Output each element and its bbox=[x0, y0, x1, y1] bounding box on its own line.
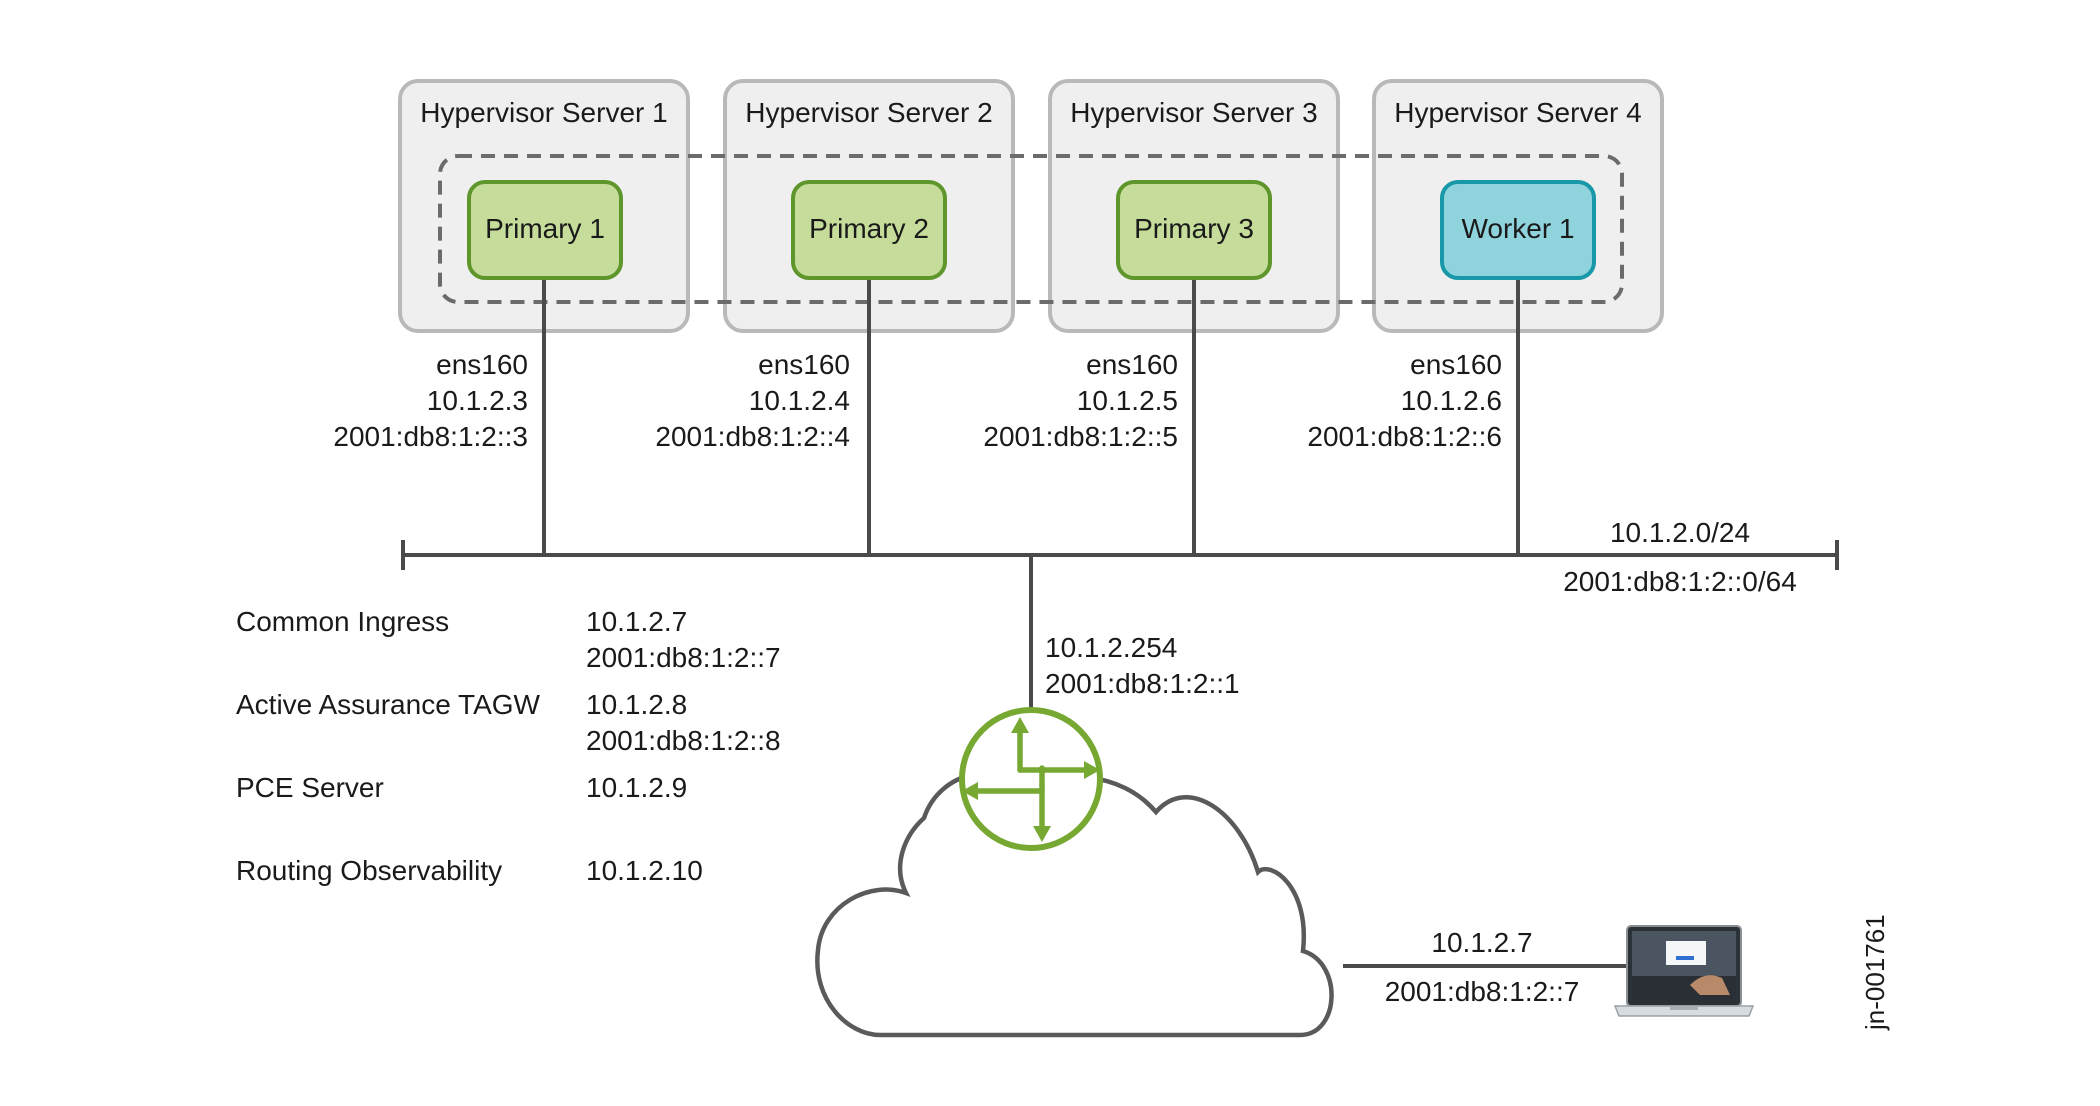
gateway-ipv4-label: 10.1.2.254 bbox=[1045, 632, 1177, 663]
service-ipv4: 10.1.2.8 bbox=[586, 689, 687, 720]
subnet-ipv6-label: 2001:db8:1:2::0/64 bbox=[1563, 566, 1797, 597]
interface-label: ens160 bbox=[758, 349, 850, 380]
vm-node-primary-3: Primary 3 bbox=[1116, 180, 1272, 280]
lan-bus bbox=[401, 540, 1839, 570]
vm-label: Primary 2 bbox=[809, 213, 929, 244]
ipv6-label: 2001:db8:1:2::3 bbox=[333, 421, 528, 452]
ipv6-label: 2001:db8:1:2::6 bbox=[1307, 421, 1502, 452]
ipv4-label: 10.1.2.5 bbox=[1077, 385, 1178, 416]
vm-node-primary-2: Primary 2 bbox=[791, 180, 947, 280]
interface-label: ens160 bbox=[1086, 349, 1178, 380]
vm-label: Primary 3 bbox=[1134, 213, 1254, 244]
service-name: Active Assurance TAGW bbox=[236, 689, 541, 720]
vm1-address-labels: ens160 10.1.2.3 2001:db8:1:2::3 bbox=[333, 349, 528, 452]
interface-label: ens160 bbox=[436, 349, 528, 380]
ipv4-label: 10.1.2.6 bbox=[1401, 385, 1502, 416]
service-ipv4: 10.1.2.10 bbox=[586, 855, 703, 886]
vm-label: Worker 1 bbox=[1461, 213, 1574, 244]
service-ipv4: 10.1.2.9 bbox=[586, 772, 687, 803]
vm-node-primary-1: Primary 1 bbox=[467, 180, 623, 280]
ipv6-label: 2001:db8:1:2::5 bbox=[983, 421, 1178, 452]
hypervisor-title: Hypervisor Server 2 bbox=[745, 97, 992, 128]
vm-label: Primary 1 bbox=[485, 213, 605, 244]
cluster-boundary bbox=[438, 154, 1624, 304]
vm3-address-labels: ens160 10.1.2.5 2001:db8:1:2::5 bbox=[983, 349, 1178, 452]
vm-node-worker-1: Worker 1 bbox=[1440, 180, 1596, 280]
ipv6-label: 2001:db8:1:2::4 bbox=[655, 421, 850, 452]
interface-label: ens160 bbox=[1410, 349, 1502, 380]
client-ipv4-label: 10.1.2.7 bbox=[1431, 927, 1532, 958]
service-address-table: Common Ingress 10.1.2.7 2001:db8:1:2::7 … bbox=[236, 606, 781, 886]
hypervisor-title: Hypervisor Server 1 bbox=[420, 97, 667, 128]
ipv4-label: 10.1.2.4 bbox=[749, 385, 850, 416]
ipv4-label: 10.1.2.3 bbox=[427, 385, 528, 416]
hypervisor-title: Hypervisor Server 3 bbox=[1070, 97, 1317, 128]
router-icon bbox=[959, 707, 1103, 851]
service-ipv6: 2001:db8:1:2::8 bbox=[586, 725, 781, 756]
service-ipv6: 2001:db8:1:2::7 bbox=[586, 642, 781, 673]
service-name: Routing Observability bbox=[236, 855, 502, 886]
vm4-address-labels: ens160 10.1.2.6 2001:db8:1:2::6 bbox=[1307, 349, 1502, 452]
service-ipv4: 10.1.2.7 bbox=[586, 606, 687, 637]
gateway-ipv6-label: 2001:db8:1:2::1 bbox=[1045, 668, 1240, 699]
figure-id: jn-001761 bbox=[1860, 914, 1890, 1031]
service-name: PCE Server bbox=[236, 772, 384, 803]
vm2-address-labels: ens160 10.1.2.4 2001:db8:1:2::4 bbox=[655, 349, 850, 452]
laptop-icon bbox=[1613, 925, 1755, 1017]
subnet-ipv4-label: 10.1.2.0/24 bbox=[1610, 517, 1750, 548]
hypervisor-title: Hypervisor Server 4 bbox=[1394, 97, 1641, 128]
client-ipv6-label: 2001:db8:1:2::7 bbox=[1385, 976, 1580, 1007]
service-name: Common Ingress bbox=[236, 606, 449, 637]
